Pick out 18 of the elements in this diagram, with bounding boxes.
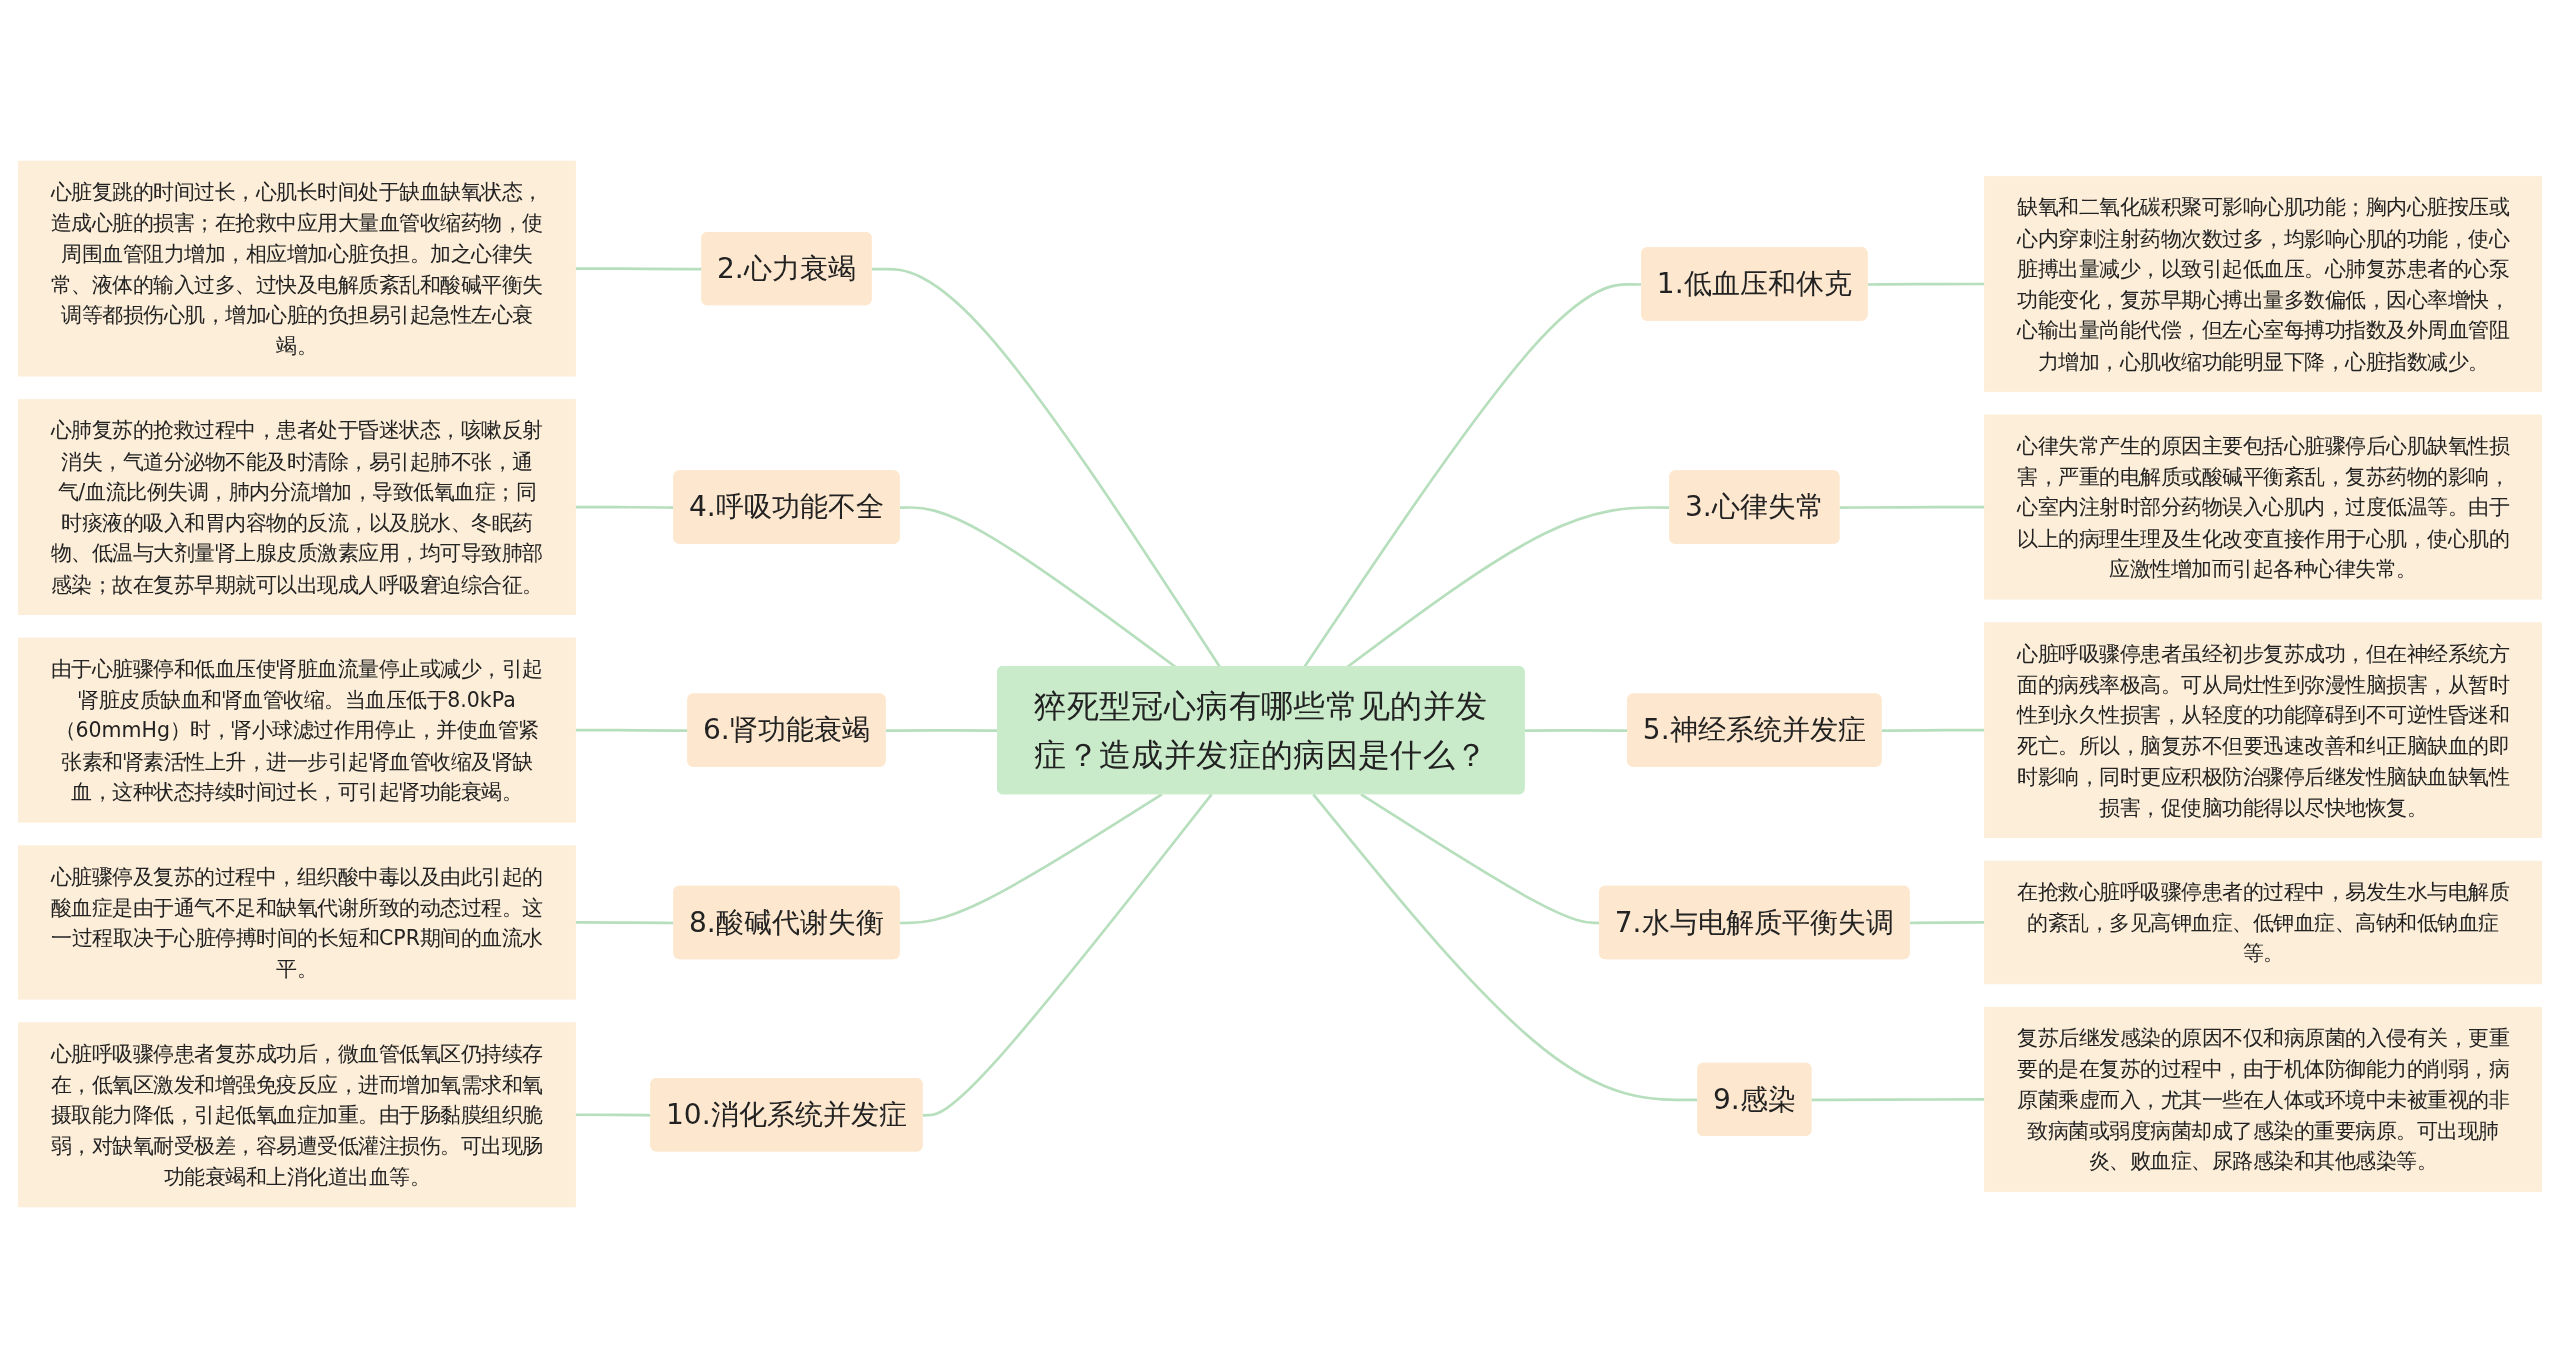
node-box: 心律失常产生的原因主要包括心脏骤停后心肌缺氧性损害，严重的电解质或酸碱平衡紊乱，复苏药物的影响，心室内注射时部分药物误入心肌内，过度低温等。由于以上的病理生理及生化改变直接作用于心肌，使心肌的应激性增加而引起各种心律失常。 bbox=[1984, 414, 2542, 600]
connector bbox=[899, 793, 1163, 925]
node-box: 心脏呼吸骤停患者虽经初步复苏成功，但在神经系统方面的病残率极高。可从局灶性到弥漫性脑损害，从暂时性到永久性损害，从轻度的功能障碍到不可逆性昏迷和死亡。所以，脑复苏不但要迅速改善和纠正脑缺血的即时影响，同时更应积极防治骤停后继发性脑缺血缺氧性损害，促使脑功能得以尽快地恢复。 bbox=[1984, 622, 2542, 838]
connector bbox=[1867, 282, 1985, 286]
node-box: 缺氧和二氧化碳积聚可影响心肌功能；胸内心脏按压或心内穿刺注射药物次数过多，均影响心肌的功能，使心脏搏出量减少，以致引起低血压。心肺复苏患者的心泵功能变化，复苏早期心搏出量多数偏低，因心率增快，心输出量尚能代偿，但左心室每搏功指数及外周血管阻力增加，心肌收缩功能明显下降，心脏指数减少。 bbox=[1984, 176, 2542, 392]
node-box: 由于心脏骤停和低血压使肾脏血流量停止或减少，引起肾脏皮质缺血和肾血管收缩。当血压低于8.0kPa（60mmHg）时，肾小球滤过作用停止，并使血管紧张素和肾素活性上升，进一步引起肾血管收缩及肾缺血，这种状态持续时间过长，可引起肾功能衰竭。 bbox=[18, 637, 576, 823]
connector bbox=[922, 793, 1213, 1117]
node-box: 心脏复跳的时间过长，心肌长时间处于缺血缺氧状态，造成心脏的损害；在抢救中应用大量血管收缩药物，使周围血管阻力增加，相应增加心脏负担。加之心律失常、液体的输入过多、过快及电解质紊乱和酸碱平衡失调等都损伤心肌，增加心脏的负担易引起急性左心衰竭。 bbox=[18, 160, 576, 377]
connector bbox=[1909, 921, 1985, 925]
node-box: 心肺复苏的抢救过程中，患者处于昏迷状态，咳嗽反射消失，气道分泌物不能及时清除，易引起肺不张，通气/血流比例失调，肺内分流增加，导致低氧血症；同时痰液的吸入和胃内容物的反流，以及脱水、冬眠药物、低温与大剂量肾上腺皮质激素应用，均可导致肺部感染；故在复苏早期就可以出现成人呼吸窘迫综合征。 bbox=[18, 399, 576, 615]
node-box: 在抢救心脏呼吸骤停患者的过程中，易发生水与电解质的紊乱，多见高钾血症、低钾血症、高钠和低钠血症等。 bbox=[1984, 860, 2542, 985]
connector bbox=[1811, 1098, 1985, 1102]
connector bbox=[1881, 728, 1985, 732]
node-box: 复苏后继发感染的原因不仅和病原菌的入侵有关，更重要的是在复苏的过程中，由于机体防御能力的削弱，病原菌乘虚而入，尤其一些在人体或环境中未被重视的非致病菌或弱度病菌却成了感染的重要病原。可出现肺炎、败血症、尿路感染和其他感染等。 bbox=[1984, 1006, 2542, 1192]
node-box: 心脏骤停及复苏的过程中，组织酸中毒以及由此引起的酸血症是由于通气不足和缺氧代谢所致的动态过程。这一过程取决于心脏停搏时间的长短和CPR期间的血流水平。 bbox=[18, 845, 576, 1000]
connector bbox=[871, 267, 1222, 668]
node-box: 心脏呼吸骤停患者复苏成功后，微血管低氧区仍持续存在，低氧区激发和增强免疫反应，进而增加氧需求和氧摄取能力降低，引起低氧血症加重。由于肠黏膜组织脆弱，对缺氧耐受极差，容易遭受低灌注损伤。可出现肠功能衰竭和上消化道出血等。 bbox=[18, 1022, 576, 1208]
connector bbox=[1839, 505, 1985, 509]
